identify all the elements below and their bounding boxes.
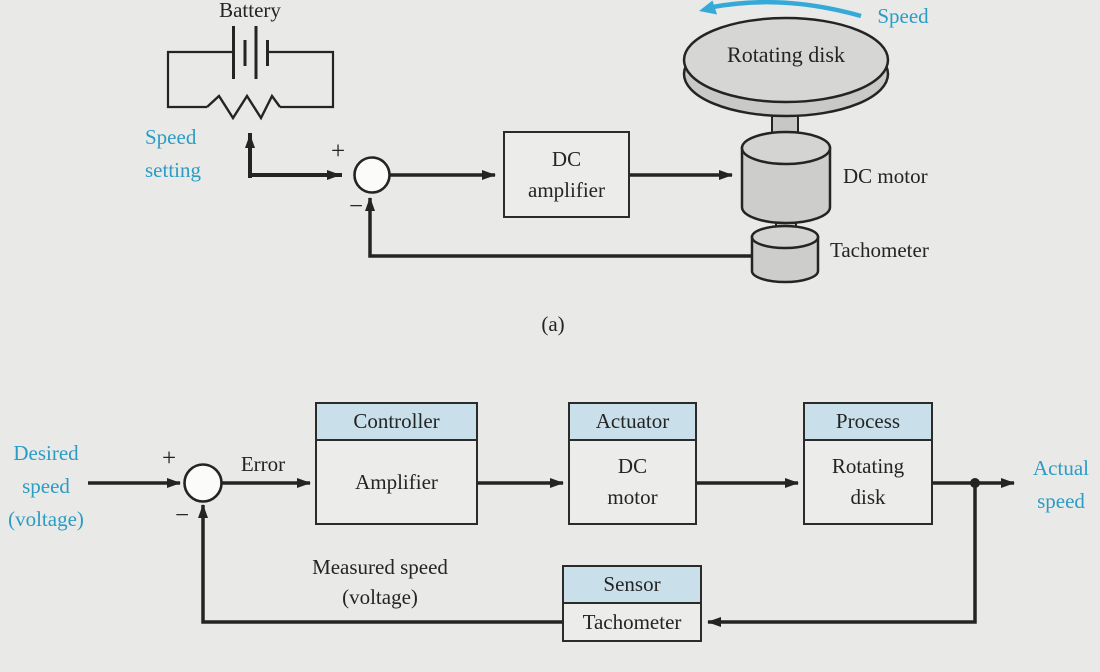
minus-sign-bottom: −: [174, 502, 190, 529]
dc-amplifier-line2: amplifier: [528, 177, 605, 202]
actuator-box: Actuator DC motor: [568, 402, 697, 525]
process-header: Process: [805, 404, 931, 441]
battery-circuit: [166, 26, 335, 121]
actuator-body-line2: motor: [607, 485, 658, 509]
potentiometer: [206, 93, 281, 121]
error-label: Error: [240, 452, 286, 476]
branch-to-sensor-line: [707, 483, 977, 627]
battery-symbol-short: [243, 40, 269, 66]
speed-setting-label: Speed setting: [145, 121, 229, 187]
process-body-line2: disk: [850, 485, 886, 509]
desired-speed-line3: (voltage): [8, 507, 84, 531]
actual-speed-line1: Actual: [1033, 456, 1089, 480]
feedback-line-bottom: [198, 504, 562, 624]
sensor-box: Sensor Tachometer: [562, 565, 702, 642]
controller-box: Controller Amplifier: [315, 402, 478, 525]
desired-speed-label: Desired speed (voltage): [0, 437, 92, 536]
plus-sign-top: +: [330, 138, 346, 165]
process-body-line1: Rotating: [831, 454, 905, 478]
tachometer-top: [750, 224, 820, 250]
desired-speed-line2: speed: [22, 474, 70, 498]
minus-sign-top: −: [348, 193, 364, 220]
actual-speed-line2: speed: [1037, 489, 1085, 513]
feedback-line-top: [365, 197, 752, 258]
controller-body: Amplifier: [317, 441, 476, 523]
controller-body-label: Amplifier: [355, 469, 438, 494]
dc-motor-top: [740, 130, 832, 166]
dc-motor-label: DC motor: [843, 164, 928, 188]
motor-assembly: [682, 16, 890, 284]
plus-sign-bottom: +: [161, 445, 177, 472]
tachometer-body: [750, 235, 820, 284]
actuator-body: DC motor: [570, 441, 695, 523]
actual-speed-label: Actual speed: [1022, 452, 1100, 518]
controller-header: Controller: [317, 404, 476, 441]
dc-amplifier-box: DC amplifier: [503, 131, 630, 218]
sensor-header: Sensor: [564, 567, 700, 604]
battery-label: Battery: [219, 0, 281, 22]
dc-motor-body: [740, 146, 832, 225]
measured-speed-line2: (voltage): [342, 585, 418, 609]
process-body: Rotating disk: [805, 441, 931, 523]
rotation-speed-label: Speed: [877, 4, 929, 28]
actuator-header: Actuator: [570, 404, 695, 441]
dc-amplifier-line1: DC: [551, 146, 582, 171]
measured-speed-line1: Measured speed: [312, 555, 448, 579]
sensor-body-label: Tachometer: [582, 609, 682, 634]
summing-junction-bottom: [183, 463, 223, 503]
disk-top: [682, 16, 890, 104]
rotation-arrow: [699, 0, 862, 19]
speed-setting-wiper: [245, 133, 342, 180]
actuator-body-line1: DC: [617, 454, 648, 478]
tachometer-label: Tachometer: [830, 238, 929, 262]
measured-speed-label: Measured speed (voltage): [295, 552, 465, 612]
battery-symbol: [232, 26, 258, 79]
speed-setting-line2: setting: [145, 158, 201, 182]
rotating-disk-label: Rotating disk: [727, 42, 845, 67]
summing-junction-top: [353, 156, 391, 194]
desired-speed-line1: Desired: [13, 441, 79, 465]
speed-setting-line1: Speed: [145, 125, 197, 149]
process-box: Process Rotating disk: [803, 402, 933, 525]
caption-a: (a): [541, 312, 565, 336]
sensor-body: Tachometer: [564, 604, 700, 640]
